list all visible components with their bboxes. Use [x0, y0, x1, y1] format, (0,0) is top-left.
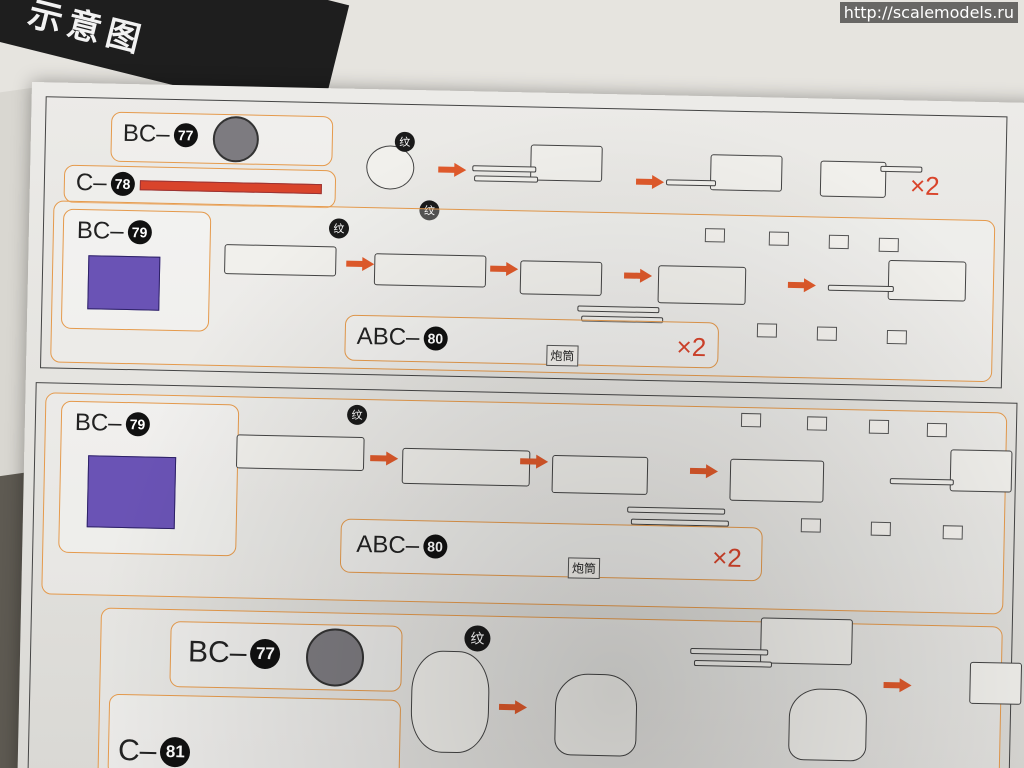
barbette-drawing-4	[410, 650, 491, 754]
mini-3e	[800, 518, 822, 533]
bc79-label-2: BC– 79	[77, 217, 152, 247]
abc80-label-3: ABC– 80	[356, 530, 448, 561]
c81-prefix: C–	[117, 733, 157, 768]
arrow-4a	[499, 702, 527, 713]
c81-number: 81	[160, 736, 191, 768]
barrel-label-2: 炮筒	[546, 344, 579, 367]
arrow-4b	[883, 680, 911, 691]
assembly-2a	[224, 244, 337, 277]
mini-2g	[886, 329, 907, 345]
c78-prefix: C–	[75, 168, 107, 197]
abc80-number-2: 80	[423, 326, 448, 351]
assembly-3d	[729, 458, 825, 503]
turret-1a	[530, 144, 603, 182]
arrow-2c	[624, 270, 652, 281]
turret-4	[759, 617, 853, 666]
assembly-3a	[235, 434, 365, 472]
turret-2-final	[887, 259, 967, 302]
barbette-under-turret	[787, 687, 868, 762]
arrow-3c	[690, 466, 718, 477]
mini-3b	[806, 416, 828, 431]
bc77-label-4: BC– 77	[188, 635, 281, 671]
bc79-prefix-2: BC–	[76, 216, 124, 245]
bc79-sheet-3	[86, 455, 177, 530]
bc79-label-3: BC– 79	[75, 409, 150, 439]
c78-label: C– 78	[76, 169, 135, 198]
mini-2a	[704, 228, 726, 243]
times-3: ×2	[711, 542, 743, 573]
abc80-number-3: 80	[422, 534, 448, 559]
bc77-prefix-4: BC–	[187, 635, 247, 670]
c78-number: 78	[110, 171, 135, 197]
bc77-prefix: BC–	[122, 119, 170, 148]
bc77-number-4: 77	[250, 638, 281, 670]
mini-3c	[868, 419, 890, 435]
arrow-3a	[370, 453, 398, 464]
bc79-number-2: 79	[127, 220, 152, 245]
mini-2d	[878, 237, 899, 253]
arrow-2b	[490, 264, 518, 275]
assembly-2b	[373, 253, 487, 288]
bc77-label: BC– 77	[123, 120, 198, 150]
arrow-1a	[438, 165, 466, 176]
arrow-1b	[636, 177, 664, 188]
assembly-2c	[519, 260, 603, 296]
bc79-sheet-2	[87, 255, 161, 311]
mini-3f	[870, 521, 891, 537]
abc80-prefix-2: ABC–	[356, 322, 420, 352]
turret-1c	[819, 160, 887, 198]
assembly-2d	[657, 265, 747, 305]
times-1: ×2	[909, 170, 940, 202]
assembly-3b	[401, 447, 531, 487]
mini-2e	[756, 323, 778, 338]
turret-4-final	[969, 661, 1023, 705]
mini-3g	[942, 525, 963, 540]
barrel-1c	[665, 179, 717, 187]
bc79-prefix-3: BC–	[74, 408, 122, 437]
bc79-number-3: 79	[125, 412, 150, 437]
bc77-number: 77	[173, 122, 198, 148]
barbette-final-4	[554, 673, 638, 757]
instruction-page: BC– 77 C– 78 纹 纹 ×2 BC– 79 纹	[17, 82, 1024, 768]
arrow-2d	[788, 280, 816, 291]
mini-3d	[926, 422, 948, 438]
abc80-prefix-3: ABC–	[356, 530, 420, 560]
times-2: ×2	[676, 331, 707, 363]
mini-2b	[768, 231, 790, 246]
mini-3a	[740, 412, 762, 428]
c81-label: C– 81	[118, 734, 191, 768]
assembly-3c	[551, 454, 649, 495]
turret-1b	[709, 154, 783, 192]
barrel-label-3: 炮筒	[567, 557, 601, 579]
arrow-3b	[520, 456, 548, 467]
watermark: http://scalemodels.ru	[839, 2, 1018, 23]
abc80-label-2: ABC– 80	[356, 322, 448, 353]
mini-2f	[816, 326, 838, 341]
mini-2c	[828, 234, 849, 250]
arrow-2a	[346, 259, 374, 270]
turret-3-final	[949, 449, 1013, 493]
